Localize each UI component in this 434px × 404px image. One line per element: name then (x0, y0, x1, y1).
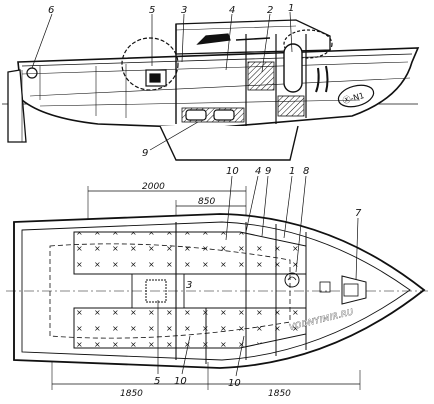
callout-8: 8 (303, 166, 309, 177)
side-view: Ⓧ-N1 (2, 11, 420, 161)
dim-bottom-right: 1850 (268, 389, 291, 399)
callout-5: 5 (149, 5, 155, 16)
callout-9: 9 (142, 148, 148, 159)
dim-bottom-left: 1850 (120, 389, 143, 399)
keel (159, 125, 299, 161)
callout-1-plan: 1 (289, 166, 295, 177)
callout-9-plan: 9 (265, 166, 271, 177)
dim-inner-top: 850 (198, 197, 215, 207)
callout-3-plan: 3 (186, 280, 192, 291)
fore-hatch-plan (284, 272, 300, 288)
rudder (7, 69, 27, 143)
dim-overall-top: 2000 (142, 182, 165, 192)
plan-callouts: 10 4 9 1 8 7 3 5 10 10 (154, 166, 362, 389)
forward-door (283, 43, 303, 93)
cabin-area-top (73, 231, 307, 275)
callout-3: 3 (181, 5, 187, 16)
bow-fitting (341, 275, 367, 305)
cabin-top (175, 19, 331, 55)
callout-7: 7 (355, 208, 362, 219)
plan-view (6, 175, 428, 390)
callout-2: 2 (267, 5, 273, 16)
aft-hatch (121, 37, 179, 91)
side-callouts: 6 5 3 4 2 1 9 (48, 3, 294, 159)
cabin-area-bottom (73, 307, 307, 349)
callout-4: 4 (229, 5, 235, 16)
callout-4-plan: 4 (255, 166, 261, 177)
callout-6: 6 (48, 5, 54, 16)
callout-10-bottom-b: 10 (228, 378, 241, 389)
fore-hatch (283, 29, 333, 59)
callout-1: 1 (288, 3, 294, 14)
callout-10-bottom-a: 10 (174, 376, 187, 387)
plan-dimensions: 2000 850 1850 1850 (120, 182, 291, 399)
callout-5-plan: 5 (154, 376, 160, 387)
callout-10-top: 10 (226, 166, 239, 177)
